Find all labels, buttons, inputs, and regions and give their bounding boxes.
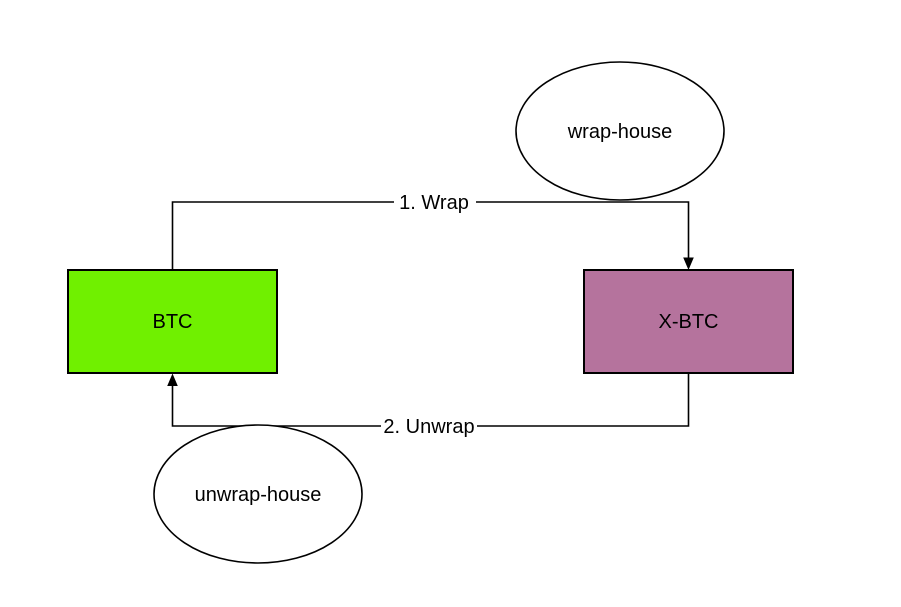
node-xbtc-shape: [583, 269, 794, 374]
node-btc: BTC: [67, 269, 278, 374]
edge-wrap-label: 1. Wrap: [399, 192, 469, 214]
edge-wrap: 1. Wrap: [171, 191, 694, 270]
edge-wrap-label-bg: [394, 191, 476, 212]
edge-unwrap-arrowhead-icon: [167, 373, 178, 386]
node-wrap-house-label: wrap-house: [567, 121, 673, 143]
edge-unwrap: 2. Unwrap: [167, 373, 690, 438]
node-btc-shape: [67, 269, 278, 374]
node-unwrap-house-shape: [153, 424, 363, 564]
edge-unwrap-label-bg: [381, 415, 477, 436]
node-wrap-house-shape: [515, 61, 725, 201]
node-xbtc-label: X-BTC: [659, 311, 719, 333]
edge-unwrap-label: 2. Unwrap: [383, 416, 474, 438]
node-xbtc: X-BTC: [583, 269, 794, 374]
node-wrap-house: wrap-house: [515, 61, 725, 201]
node-unwrap-house: unwrap-house: [153, 424, 363, 564]
node-btc-label: BTC: [153, 311, 193, 333]
node-unwrap-house-label: unwrap-house: [195, 484, 322, 506]
edge-wrap-arrowhead-icon: [683, 257, 694, 270]
